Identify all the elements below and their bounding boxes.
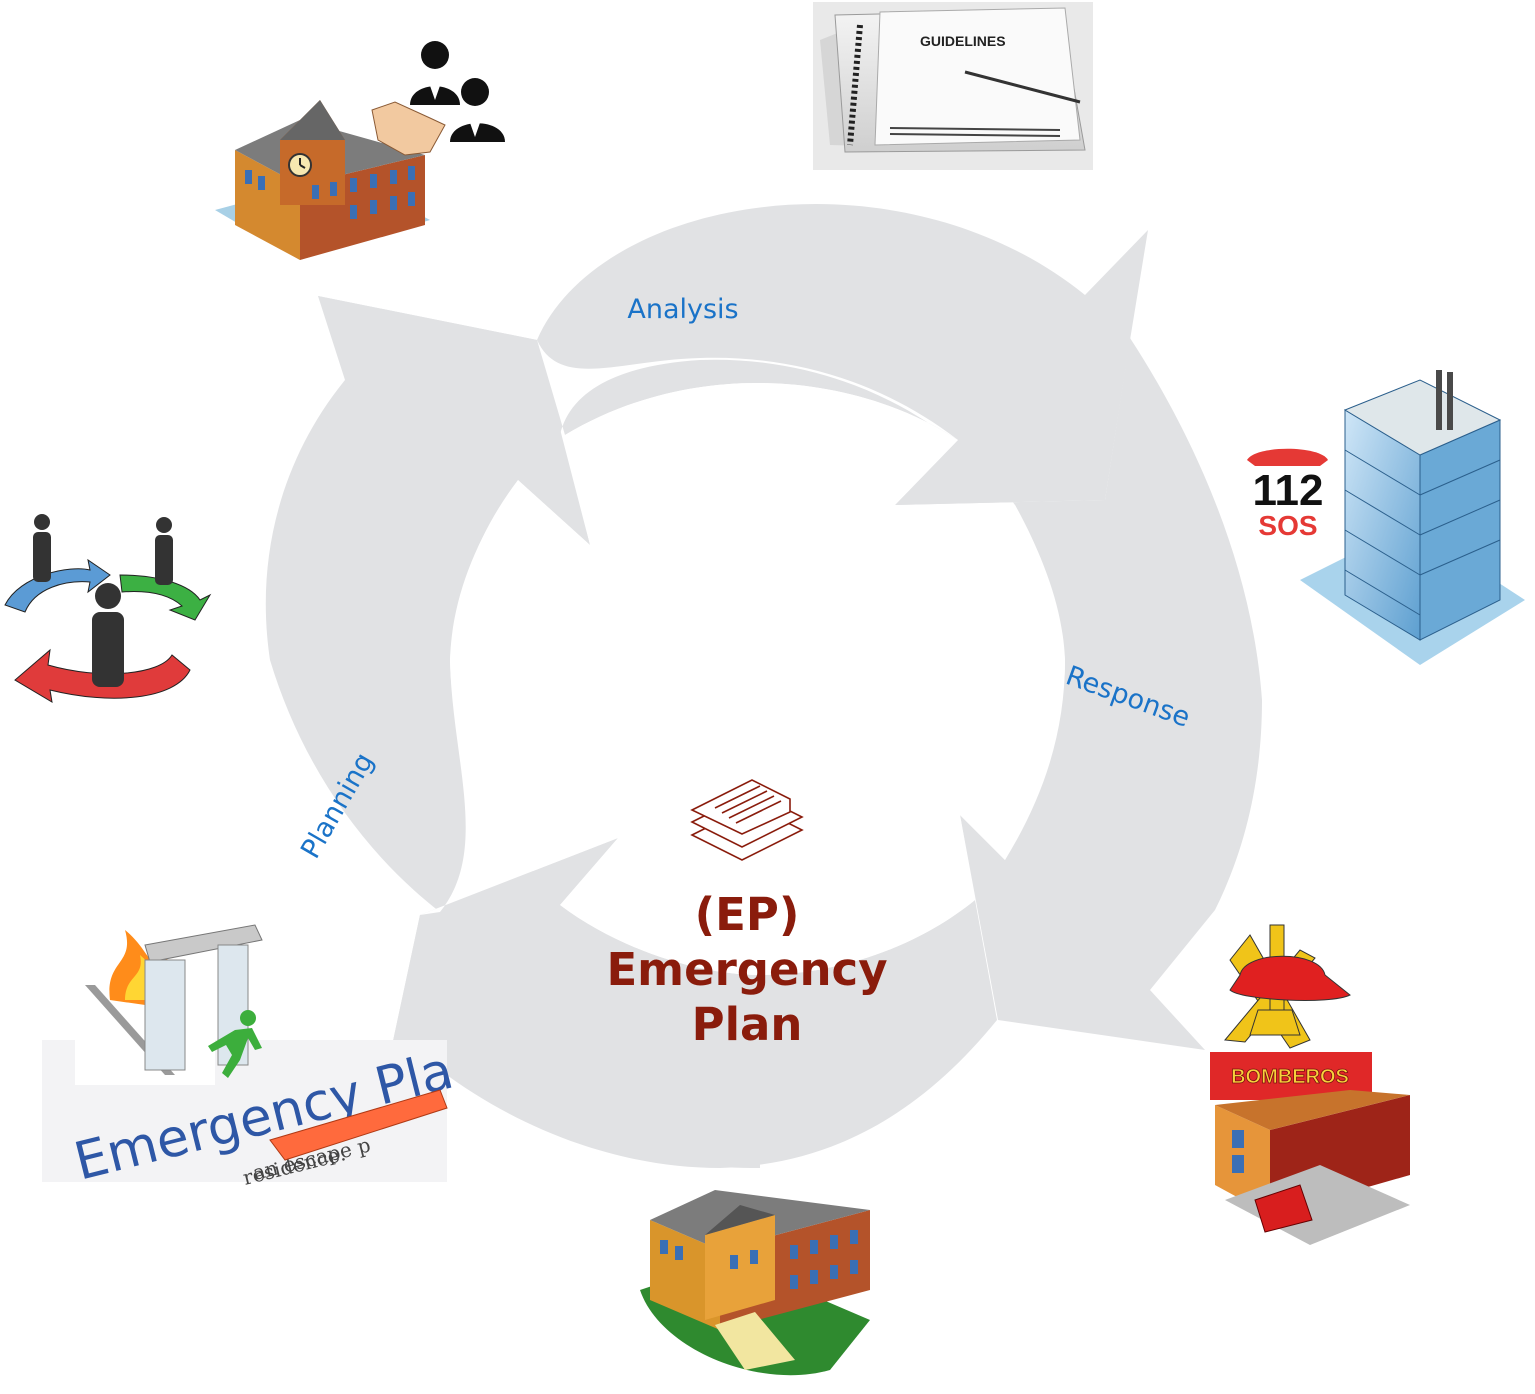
- emergency-number-image: 112 SOS: [1247, 448, 1328, 541]
- people-exchange-image: [4, 514, 212, 703]
- stage-label-analysis: Analysis: [627, 294, 738, 325]
- sos-text: SOS: [1258, 510, 1317, 541]
- cycle-ring: [265, 204, 1262, 1168]
- blue-arrow-icon: [4, 558, 111, 613]
- firefighter-emblem-icon: [1224, 924, 1351, 1049]
- fire-station-image: BOMBEROS: [1210, 924, 1410, 1245]
- ring-arrow-head-top-right: [537, 204, 1148, 505]
- center-title-line2: Emergency: [606, 943, 887, 996]
- center-title-line1: (EP): [695, 888, 800, 941]
- school-building-image: [640, 1190, 870, 1376]
- center-title-line3: Plan: [692, 998, 803, 1051]
- bomberos-sign-text: BOMBEROS: [1231, 1066, 1349, 1088]
- emergency-number-text: 112: [1253, 466, 1324, 515]
- guidelines-text: GUIDELINES: [920, 33, 1006, 49]
- ring-inner-hole: [420, 382, 1065, 975]
- document-stack-icon: [690, 779, 804, 861]
- person-icons: [33, 514, 173, 687]
- businessmen-icon: [410, 41, 505, 142]
- fire-truck-icon: [1254, 1184, 1313, 1233]
- handshake-icon: [371, 101, 446, 156]
- highlighter-pen-icon: [269, 1089, 448, 1161]
- running-man-icon: [208, 1010, 262, 1078]
- phone-icon: [1247, 448, 1328, 466]
- ring-arrow-head-bottom-left: [375, 838, 760, 1168]
- emergency-plan-photo-image: Emergency Pla an escape p residence.: [42, 924, 459, 1193]
- guidelines-document-image: GUIDELINES: [813, 2, 1093, 170]
- office-tower-image: [1300, 370, 1525, 665]
- ring-arrow-head-top-left: [270, 296, 590, 660]
- town-hall-meeting-image: [215, 41, 505, 260]
